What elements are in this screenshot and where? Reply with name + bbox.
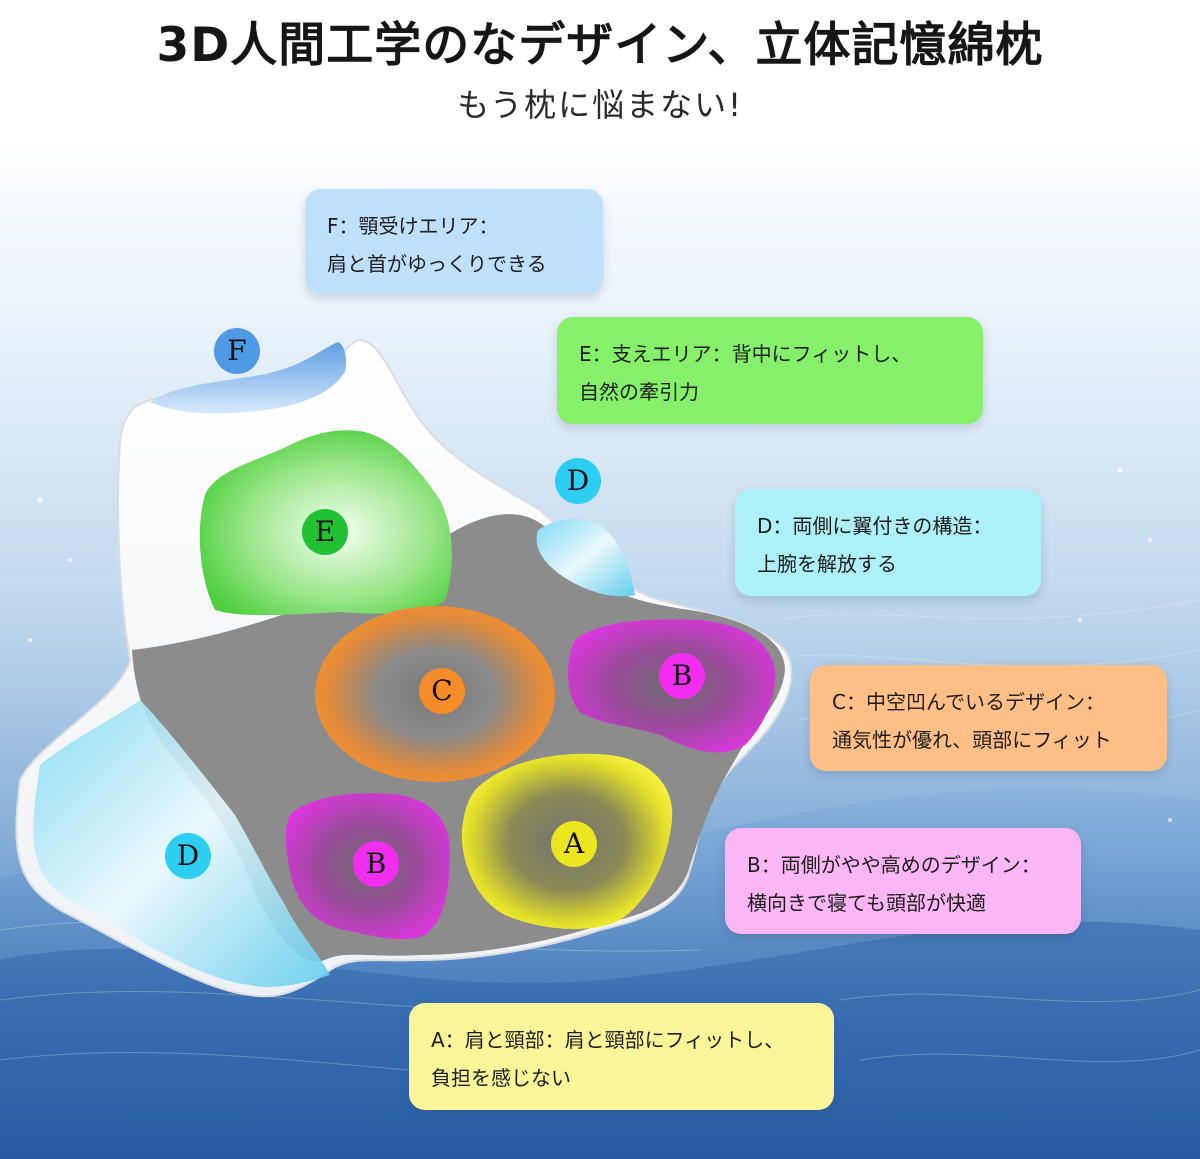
zone-d-top-area <box>536 518 635 597</box>
zone-badge-b-left: B <box>353 841 399 887</box>
callout-a-line2: 負担を感じない <box>431 1066 571 1090</box>
callout-c-line2: 通気性が優れ、頭部にフィット <box>832 728 1112 752</box>
zone-badge-e: E <box>302 509 348 555</box>
callout-b-line2: 横向きで寝ても頭部が快適 <box>747 891 986 915</box>
sparkle-dot <box>1168 818 1172 822</box>
sparkle-dot <box>1148 538 1152 542</box>
page-title: 3D人間工学のなデザイン、立体記憶綿枕 <box>156 18 1044 73</box>
zone-badge-f: F <box>214 328 260 374</box>
callout-f-line1: F：顎受けエリア： <box>327 214 499 238</box>
callout-b: B：両側がやや高めのデザイン： 横向きで寝ても頭部が快適 <box>725 828 1081 934</box>
sparkle-dot <box>1078 618 1082 622</box>
callout-c-line1: C：中空凹んでいるデザイン： <box>832 690 1105 714</box>
callout-f-line2: 肩と首がゆっくりできる <box>327 252 547 276</box>
callout-f: F：顎受けエリア： 肩と首がゆっくりできる <box>305 189 603 294</box>
sparkle-dot <box>37 497 43 503</box>
sparkle-dot <box>28 638 32 642</box>
callout-e-line2: 自然の牽引力 <box>579 380 699 404</box>
mesh-line <box>859 1049 1200 1063</box>
zone-badge-b-right: B <box>659 653 705 699</box>
zone-badge-a: A <box>551 821 597 867</box>
callout-e-line1: E：支えエリア：背中にフィットし、 <box>579 342 912 366</box>
zone-badge-d-top: D <box>555 458 601 504</box>
callout-b-line1: B：両側がやや高めのデザイン： <box>747 853 1041 877</box>
zone-badge-d-left: D <box>165 833 211 879</box>
page-subtitle: もう枕に悩まない! <box>457 86 743 124</box>
zone-badge-c: C <box>419 668 465 714</box>
callout-d: D：両側に翼付きの構造： 上腕を解放する <box>735 489 1041 596</box>
mesh-line <box>779 599 1200 621</box>
sparkle-dot <box>68 558 72 562</box>
mesh-line <box>759 649 1200 667</box>
callout-d-line2: 上腕を解放する <box>757 552 897 576</box>
callout-a: A：肩と頸部：肩と頸部にフィットし、 負担を感じない <box>409 1003 834 1110</box>
callout-d-line1: D：両側に翼付きの構造： <box>757 514 993 538</box>
sparkle-dot <box>1117 467 1123 473</box>
callout-c: C：中空凹んでいるデザイン： 通気性が優れ、頭部にフィット <box>810 665 1167 771</box>
mesh-line <box>839 989 1200 1003</box>
callout-a-line1: A：肩と頸部：肩と頸部にフィットし、 <box>431 1028 785 1052</box>
callout-e: E：支えエリア：背中にフィットし、 自然の牽引力 <box>557 317 983 424</box>
zone-f-area <box>150 342 347 414</box>
